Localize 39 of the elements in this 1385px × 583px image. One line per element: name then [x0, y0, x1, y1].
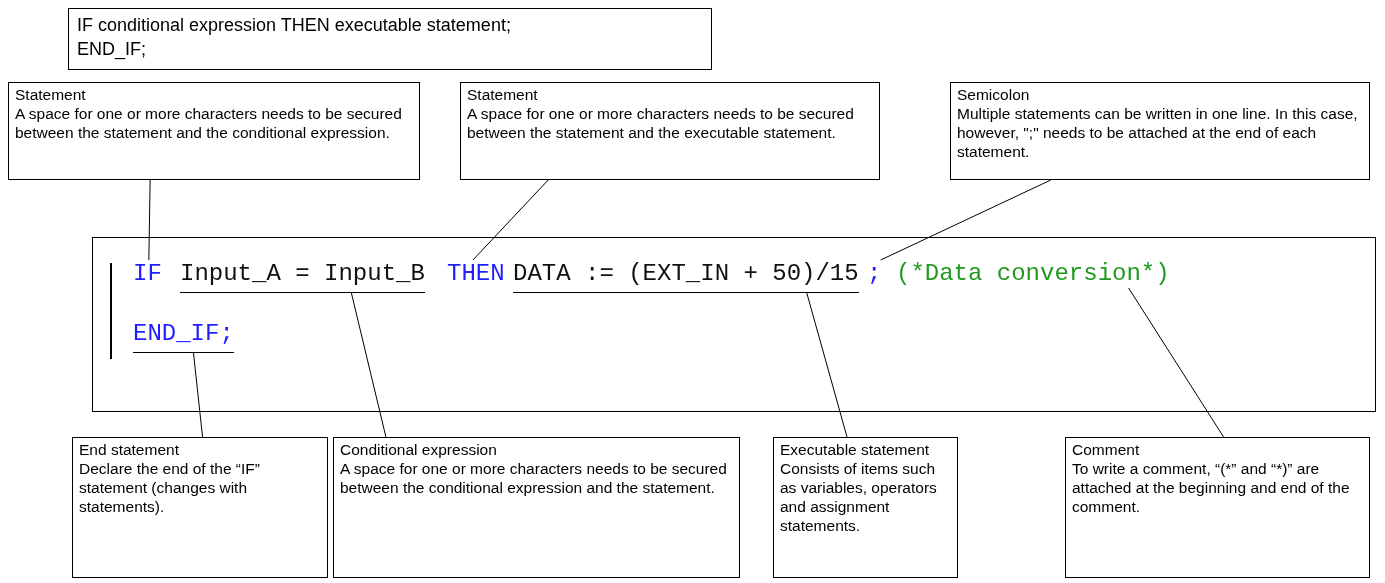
syntax-line: IF conditional expression THEN executable statement; — [77, 14, 512, 37]
leader-line — [193, 352, 204, 438]
callout-text: Declare the end of the “IF” statement (changes with statements). — [79, 459, 261, 516]
code-box — [92, 237, 1376, 412]
code-comment: (*Data conversion*) — [896, 260, 1170, 288]
callout-heading: Comment — [1072, 440, 1141, 459]
callout-heading: Semicolon — [957, 85, 1031, 104]
leader-line — [148, 179, 151, 261]
leader-line — [350, 292, 387, 438]
syntax-box — [68, 8, 712, 70]
callout-text: A space for one or more characters needs to be secured between the statement and the executable statement. — [467, 104, 855, 142]
callout-text: Consists of items such as variables, operators and assignment statements. — [780, 459, 938, 535]
callout-text: A space for one or more characters needs to be secured between the conditional expression and the statement. — [340, 459, 728, 497]
callout-heading: Statement — [15, 85, 87, 104]
leader-line — [806, 292, 848, 438]
callout-box — [333, 437, 740, 578]
code-statement: DATA := (EXT_IN + 50)/15 — [513, 260, 859, 293]
callout-text: Multiple statements can be written in one line. In this case, however, ";" needs to be attached at the end of each statement. — [957, 104, 1359, 161]
leader-line — [1128, 287, 1225, 438]
code-keyword: IF — [133, 260, 162, 288]
callout-heading: Executable statement — [780, 440, 931, 459]
code-keyword: THEN — [447, 260, 505, 288]
callout-box — [1065, 437, 1370, 578]
callout-box — [8, 82, 420, 180]
syntax-line: END_IF; — [77, 38, 147, 61]
callout-box — [72, 437, 328, 578]
callout-box — [773, 437, 958, 578]
callout-text: To write a comment, “(*” and “*)” are attached at the beginning and end of the comment. — [1072, 459, 1351, 516]
callout-heading: Conditional expression — [340, 440, 498, 459]
code-semicolon: ; — [867, 260, 882, 288]
code-keyword: END_IF; — [133, 320, 234, 353]
callout-text: A space for one or more characters needs to be secured between the statement and the conditional expression. — [15, 104, 403, 142]
code-expression: Input_A = Input_B — [180, 260, 425, 293]
leader-line — [472, 179, 549, 261]
callout-box — [950, 82, 1370, 180]
callout-box — [460, 82, 880, 180]
callout-heading: End statement — [79, 440, 180, 459]
leader-line — [880, 179, 1052, 261]
callout-heading: Statement — [467, 85, 539, 104]
